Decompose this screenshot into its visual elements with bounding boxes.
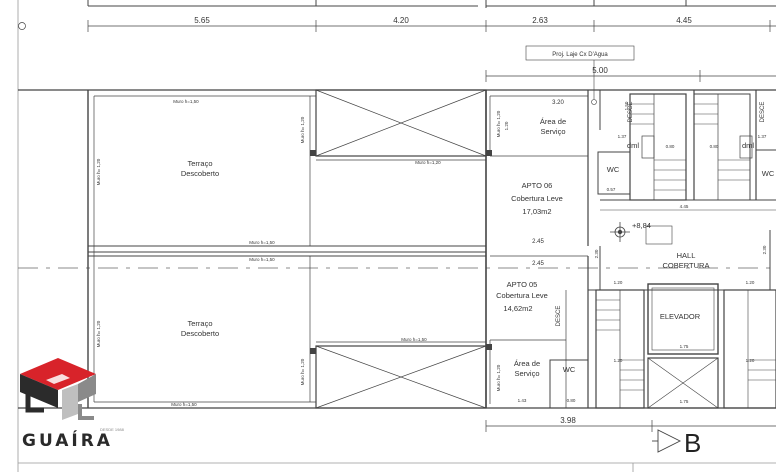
room-name: HALL — [677, 251, 696, 260]
small-dim: 1.20 — [614, 358, 623, 363]
small-dim: 2.45 — [532, 239, 544, 245]
room-name: dml — [742, 141, 754, 150]
small-dim: 1.75 — [680, 399, 689, 404]
small-dim: 4.45 — [680, 204, 689, 209]
small-dim: 1.20 — [614, 280, 623, 285]
small-dim: 0.57 — [607, 187, 616, 192]
room-name: Descoberto — [181, 329, 219, 338]
small-dim: 1.43 — [518, 398, 527, 403]
wall-label: Muro h=1,50 — [249, 240, 275, 245]
small-dim: 3.20 — [552, 100, 564, 106]
small-dim: 0.80 — [567, 398, 576, 403]
room-name: ELEVADOR — [660, 312, 701, 321]
company-logo: GUAÍRA DESDE 1988 — [18, 356, 148, 456]
dim-top-2: 4.20 — [393, 16, 409, 25]
dim-total: 5.00 — [592, 66, 608, 75]
wall-label: Muro h=1,50 — [173, 99, 199, 104]
small-dim: 1.37 — [758, 134, 767, 139]
small-dim: 2.30 — [762, 245, 767, 254]
section-marker: B — [684, 428, 701, 458]
room-name: WC — [607, 165, 620, 174]
callout-label: Proj. Laje Cx D'Agua — [552, 52, 608, 58]
dim-top-1: 5.65 — [194, 16, 210, 25]
logo-tagline: DESDE 1988 — [100, 427, 125, 432]
wall-label: Muro h=1,20 — [415, 160, 441, 165]
room-name: Área de — [514, 359, 540, 368]
small-dim: 1.75 — [680, 344, 689, 349]
room-name: Serviço — [540, 127, 565, 136]
stairs-label: DESCE — [556, 306, 562, 327]
room-name: APTO 06 — [522, 181, 553, 190]
dim-top-4: 4.45 — [676, 16, 692, 25]
wall-label: Muro h=1,50 — [401, 337, 427, 342]
logo-name: GUAÍRA — [22, 429, 113, 451]
wall-label: Muro h=1,50 — [249, 257, 275, 262]
small-dim: 0.80 — [666, 144, 675, 149]
logo-mark-icon: GUAÍRA DESDE 1988 — [20, 358, 125, 451]
level-mark: +8,84 — [632, 221, 651, 230]
small-dim: 1.20 — [746, 280, 755, 285]
small-dim: 1.20 — [504, 121, 509, 130]
wall-label: Muro h= 1,20 — [96, 158, 101, 185]
room-name: WC — [563, 365, 576, 374]
stairs-label: DESCE — [628, 102, 634, 123]
room-name: Cobertura Leve — [511, 194, 563, 203]
wall-label: Muro h= 1,20 — [96, 320, 101, 347]
stairs-label: DESCE — [760, 102, 766, 123]
room-area: 14,62m2 — [503, 304, 532, 313]
room-name: Terraço — [187, 159, 212, 168]
small-dim: 1.50 — [624, 101, 629, 110]
wall-label: Muro h= 1,20 — [496, 110, 501, 137]
dim-top-3: 2.63 — [532, 16, 548, 25]
room-name: Serviço — [514, 369, 539, 378]
wall-label: Muro h= 1,20 — [300, 116, 305, 143]
small-dim: 0.80 — [710, 144, 719, 149]
room-name: COBERTURA — [663, 261, 710, 270]
room-name: dml — [627, 141, 639, 150]
room-name: APTO 05 — [507, 280, 538, 289]
room-area: 17,03m2 — [522, 207, 551, 216]
room-name: WC — [762, 169, 775, 178]
wall-label: Muro h= 1,20 — [300, 358, 305, 385]
small-dim: 1.20 — [746, 358, 755, 363]
room-name: Cobertura Leve — [496, 291, 548, 300]
small-dim: 2.30 — [594, 249, 599, 258]
dim-bottom: 3.98 — [560, 416, 576, 425]
small-dim: 1.37 — [618, 134, 627, 139]
room-name: Área de — [540, 117, 566, 126]
room-name: Terraço — [187, 319, 212, 328]
small-dim: 2.45 — [532, 261, 544, 267]
wall-label: Muro h= 1,20 — [496, 364, 501, 391]
wall-label: Muro h=1,50 — [171, 402, 197, 407]
room-name: Descoberto — [181, 169, 219, 178]
